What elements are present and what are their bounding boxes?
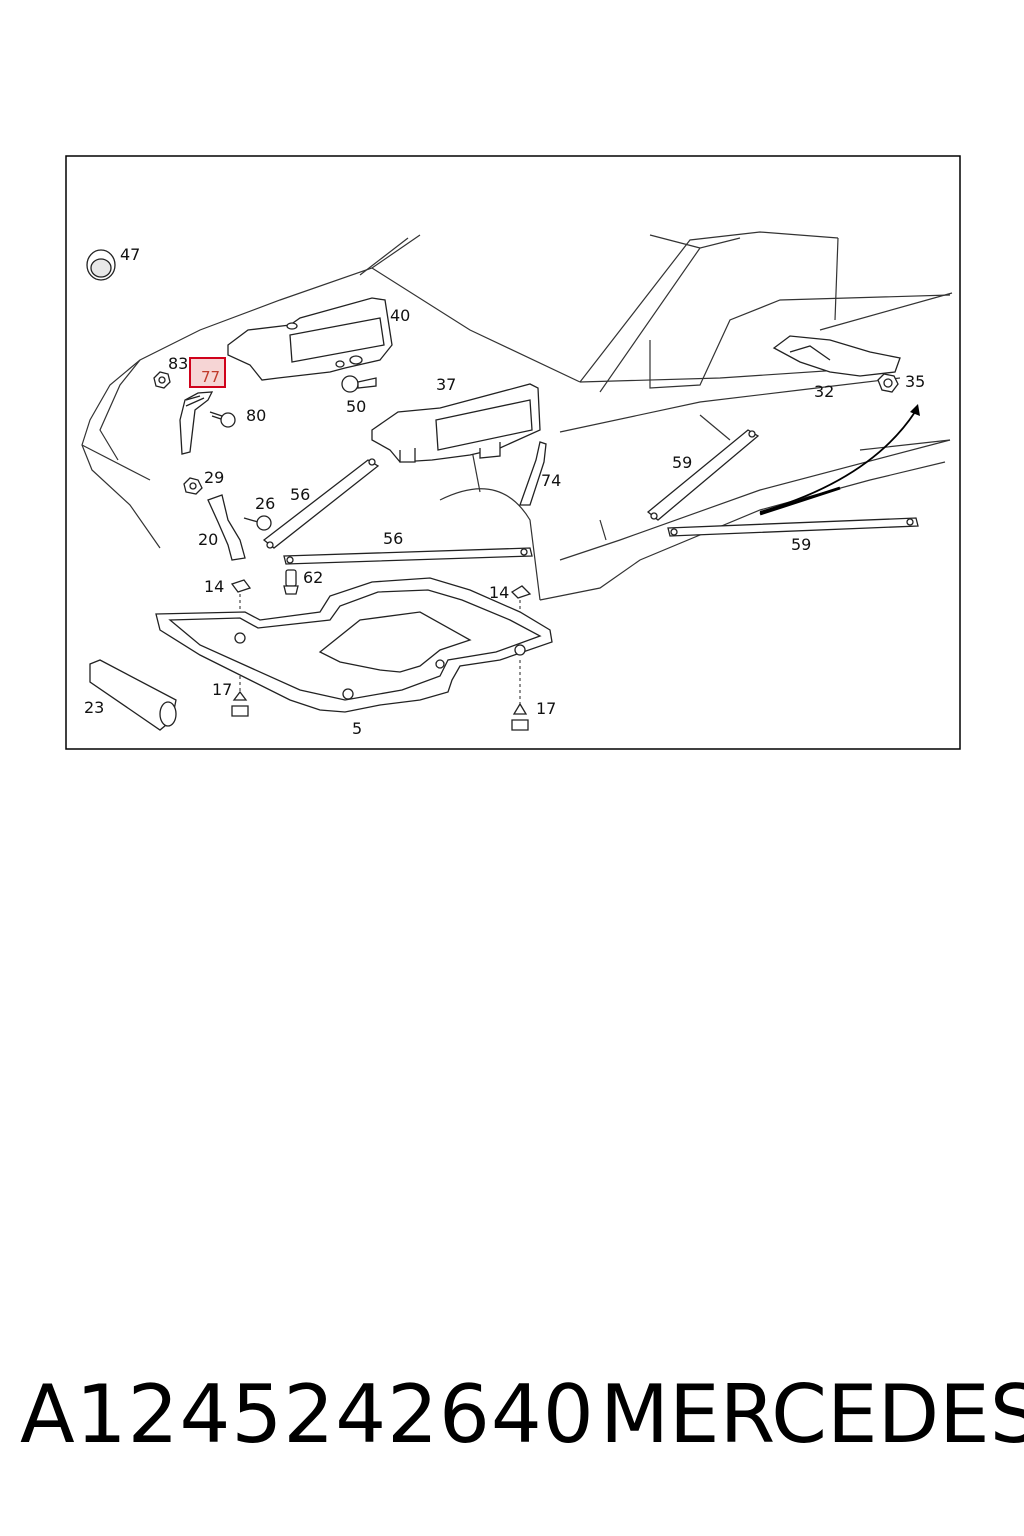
callout-17-right: 17 — [536, 699, 556, 718]
part-77-clip — [179, 391, 214, 455]
callout-17-left: 17 — [212, 680, 232, 699]
part-47-grommet — [86, 249, 116, 281]
direction-arrow-head — [910, 404, 920, 416]
callout-5: 5 — [352, 719, 362, 738]
part-23-tube — [89, 659, 177, 731]
part-14-clip-left — [230, 579, 252, 593]
part-17-screw-left — [231, 690, 249, 717]
callout-47: 47 — [120, 245, 140, 264]
part-26-bolt — [243, 515, 272, 531]
callout-14-left: 14 — [204, 577, 224, 596]
part-56-strut-upper — [262, 458, 380, 549]
part-80-bolt — [209, 411, 236, 428]
part-35-nut — [877, 373, 899, 393]
part-32-deflector — [772, 335, 901, 377]
callout-50: 50 — [346, 397, 366, 416]
part-83-nut — [153, 371, 171, 389]
part-20-bracket — [207, 494, 246, 561]
part-50-screw — [341, 375, 377, 393]
callout-20: 20 — [198, 530, 218, 549]
callout-77-highlight — [189, 357, 226, 388]
direction-arrow — [759, 411, 916, 513]
diagram-frame — [65, 155, 961, 750]
callout-35: 35 — [905, 372, 925, 391]
callout-32: 32 — [814, 382, 834, 401]
callout-29: 29 — [204, 468, 224, 487]
callout-56-upper: 56 — [290, 485, 310, 504]
callout-14-right: 14 — [489, 583, 509, 602]
callout-77: 77 — [201, 368, 220, 386]
callout-37: 37 — [436, 375, 456, 394]
part-number: A1245242640 — [20, 1368, 595, 1461]
part-17-screw-right — [511, 702, 529, 731]
part-74-bracket — [519, 441, 547, 506]
callout-83: 83 — [168, 354, 188, 373]
part-14-clip-right — [510, 585, 532, 599]
part-40-cover-plate — [227, 297, 393, 381]
callout-40: 40 — [390, 306, 410, 325]
part-59-strut-lower — [667, 517, 919, 537]
part-5-underbody-shield — [155, 577, 553, 713]
callout-23: 23 — [84, 698, 104, 717]
callout-62: 62 — [303, 568, 323, 587]
callout-26: 26 — [255, 494, 275, 513]
callout-74: 74 — [541, 471, 561, 490]
part-59-strut-upper — [646, 429, 760, 521]
part-29-nut — [183, 477, 203, 495]
callout-59-upper: 59 — [672, 453, 692, 472]
part-37-trim-panel — [371, 383, 541, 463]
part-62-bolt — [283, 569, 299, 595]
brand-name: MERCEDES — [600, 1368, 1024, 1461]
callout-80: 80 — [246, 406, 266, 425]
callout-56-lower: 56 — [383, 529, 403, 548]
callout-59-lower: 59 — [791, 535, 811, 554]
part-56-strut-lower — [283, 547, 533, 565]
